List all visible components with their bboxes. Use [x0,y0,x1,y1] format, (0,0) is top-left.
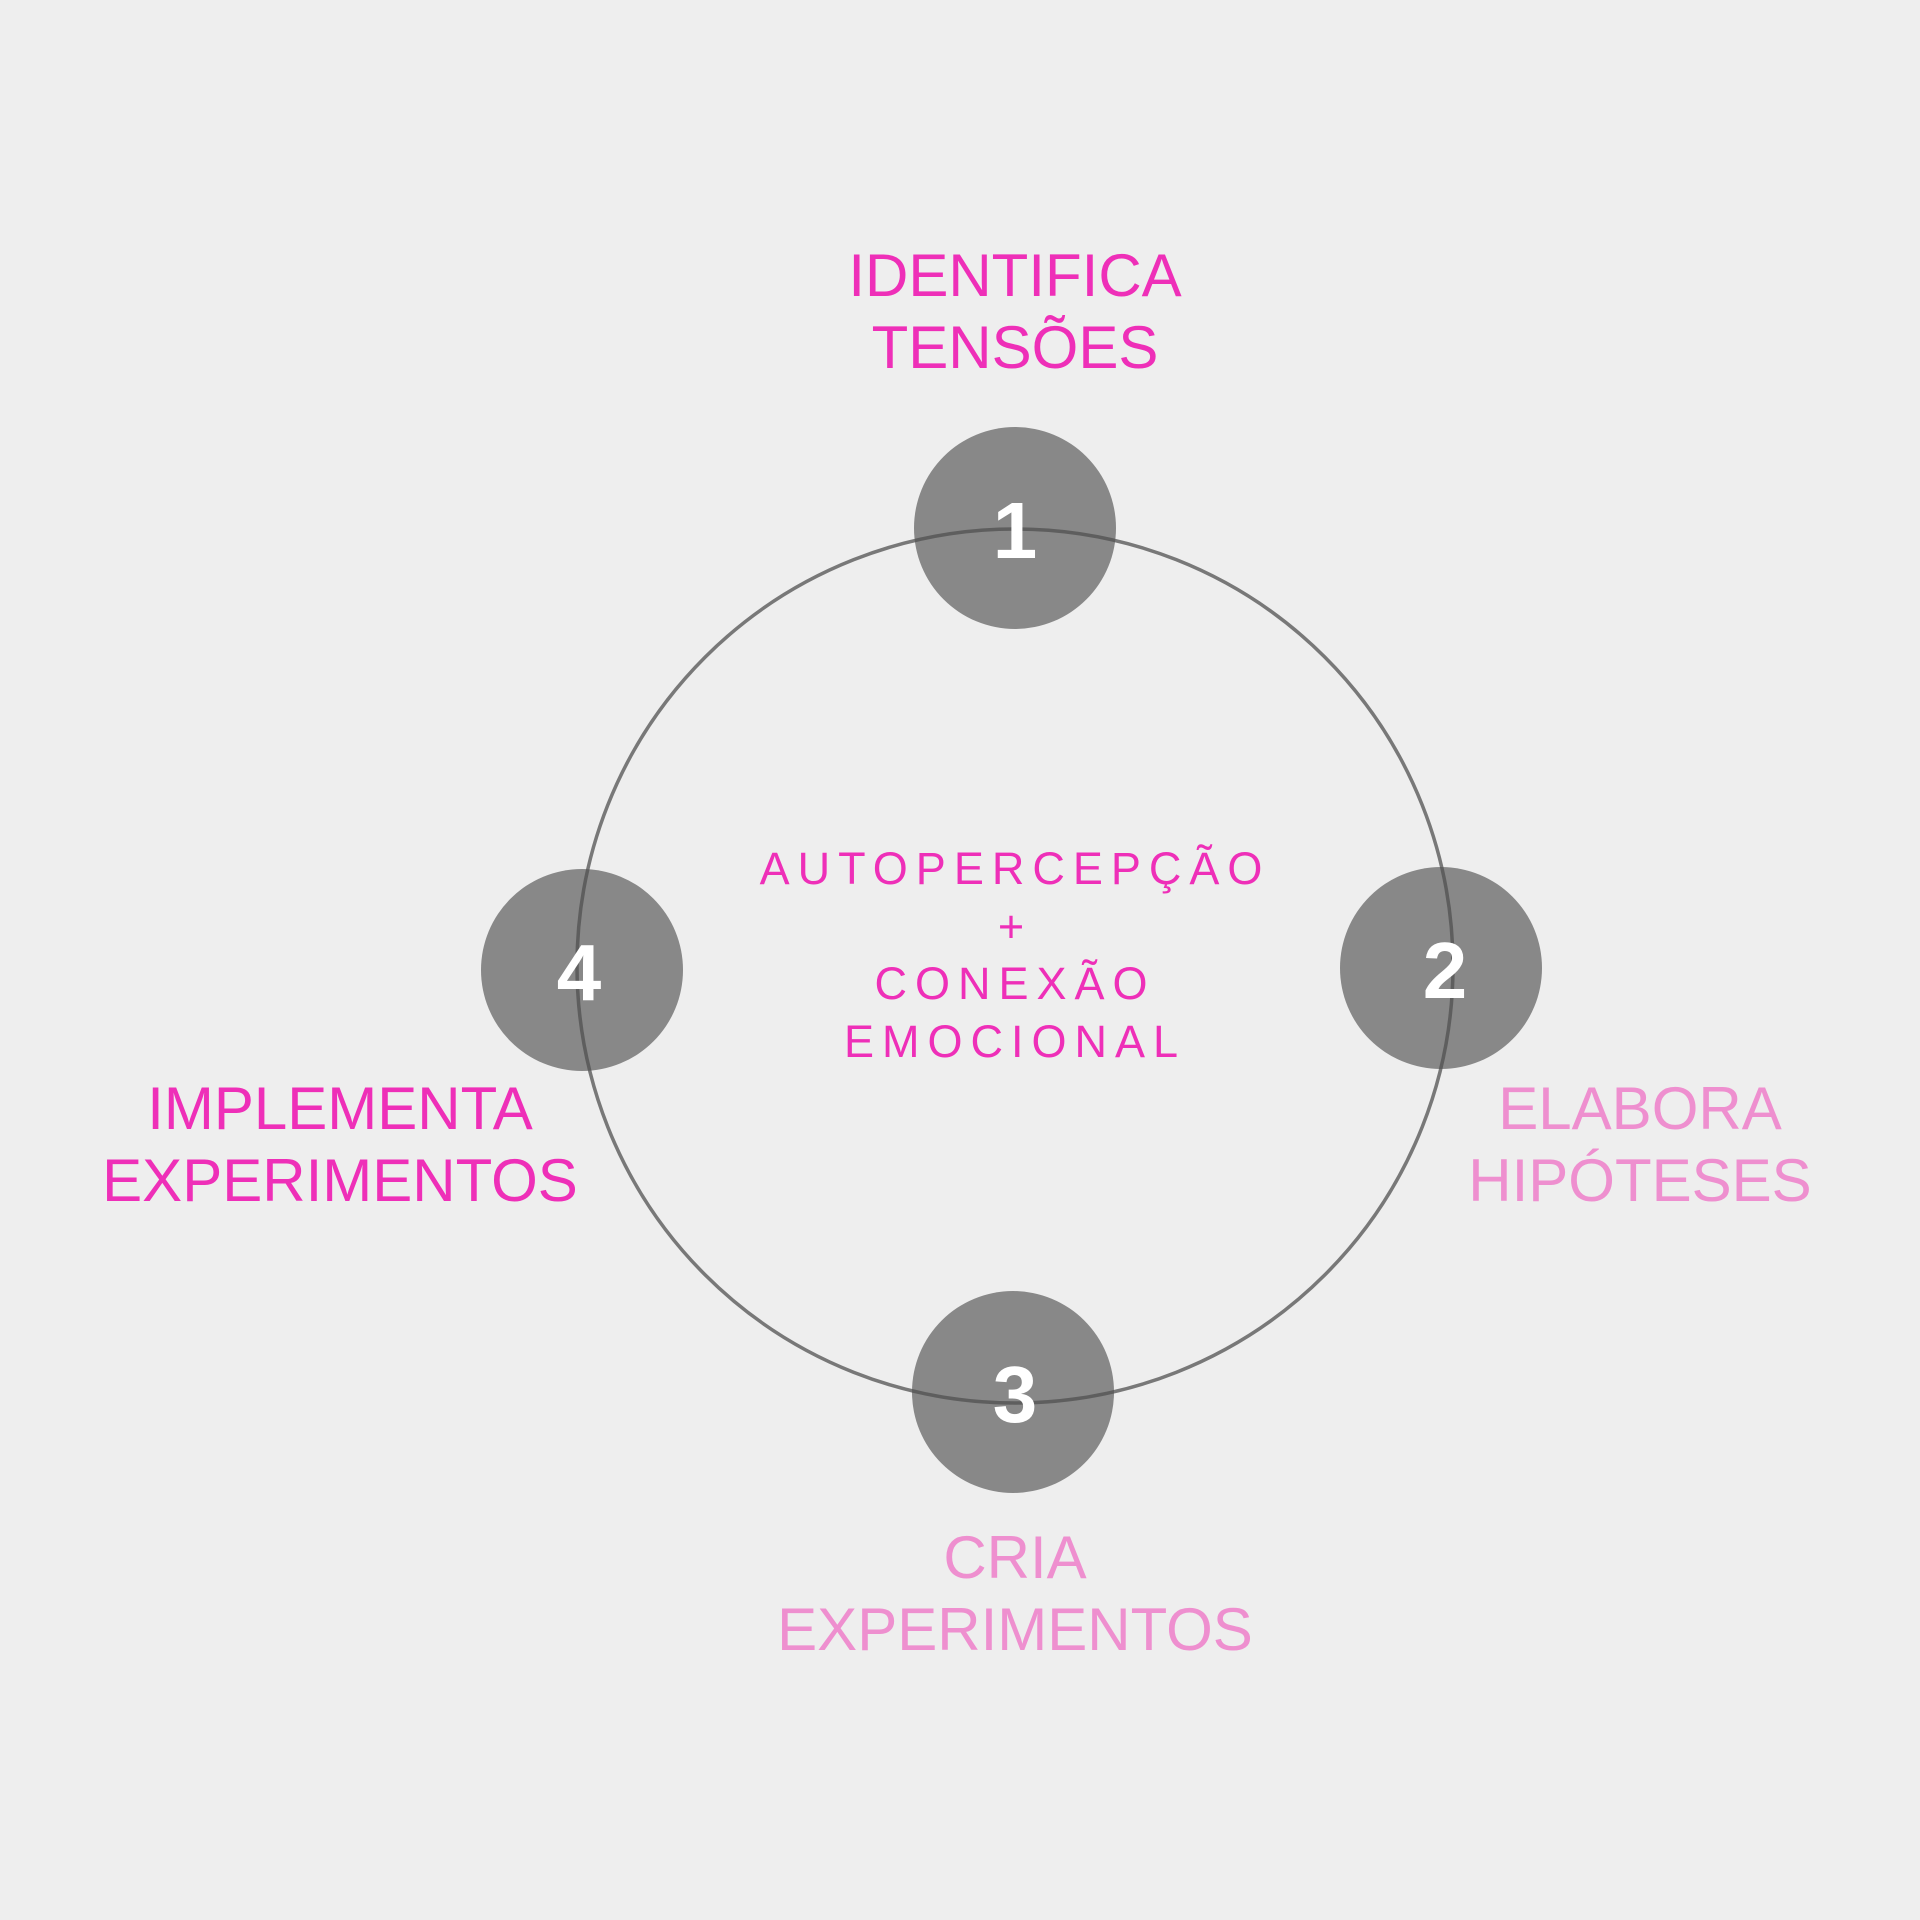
center-label: AUTOPERCEPÇÃO + CONEXÃO EMOCIONAL [715,840,1315,1070]
node-1-number: 1 [993,486,1038,575]
node-4-circle [481,869,683,1071]
step-1-label: IDENTIFICA TENSÕES [815,240,1215,384]
step-1-line2: TENSÕES [871,314,1159,381]
node-3-circle [912,1291,1114,1493]
step-4-line2: EXPERIMENTOS [102,1147,578,1214]
node-2-number: 2 [1423,926,1468,1015]
cycle-ring [575,527,1455,1405]
step-3-line1: CRIA [943,1524,1087,1591]
step-1-line1: IDENTIFICA [848,242,1182,309]
center-line3: CONEXÃO [874,958,1156,1010]
step-2-line1: ELABORA [1498,1075,1782,1142]
step-3-line2: EXPERIMENTOS [777,1596,1253,1663]
node-2-circle [1340,867,1542,1069]
step-4-line1: IMPLEMENTA [147,1075,533,1142]
step-2-line2: HIPÓTESES [1468,1147,1812,1214]
node-3-number: 3 [993,1350,1038,1439]
step-4-label: IMPLEMENTA EXPERIMENTOS [90,1073,590,1217]
step-3-label: CRIA EXPERIMENTOS [765,1522,1265,1666]
node-4-number: 4 [557,928,602,1017]
center-line4: EMOCIONAL [843,1015,1187,1067]
center-line1: AUTOPERCEPÇÃO [759,843,1271,894]
step-2-label: ELABORA HIPÓTESES [1440,1073,1840,1217]
center-line2: + [997,900,1033,952]
